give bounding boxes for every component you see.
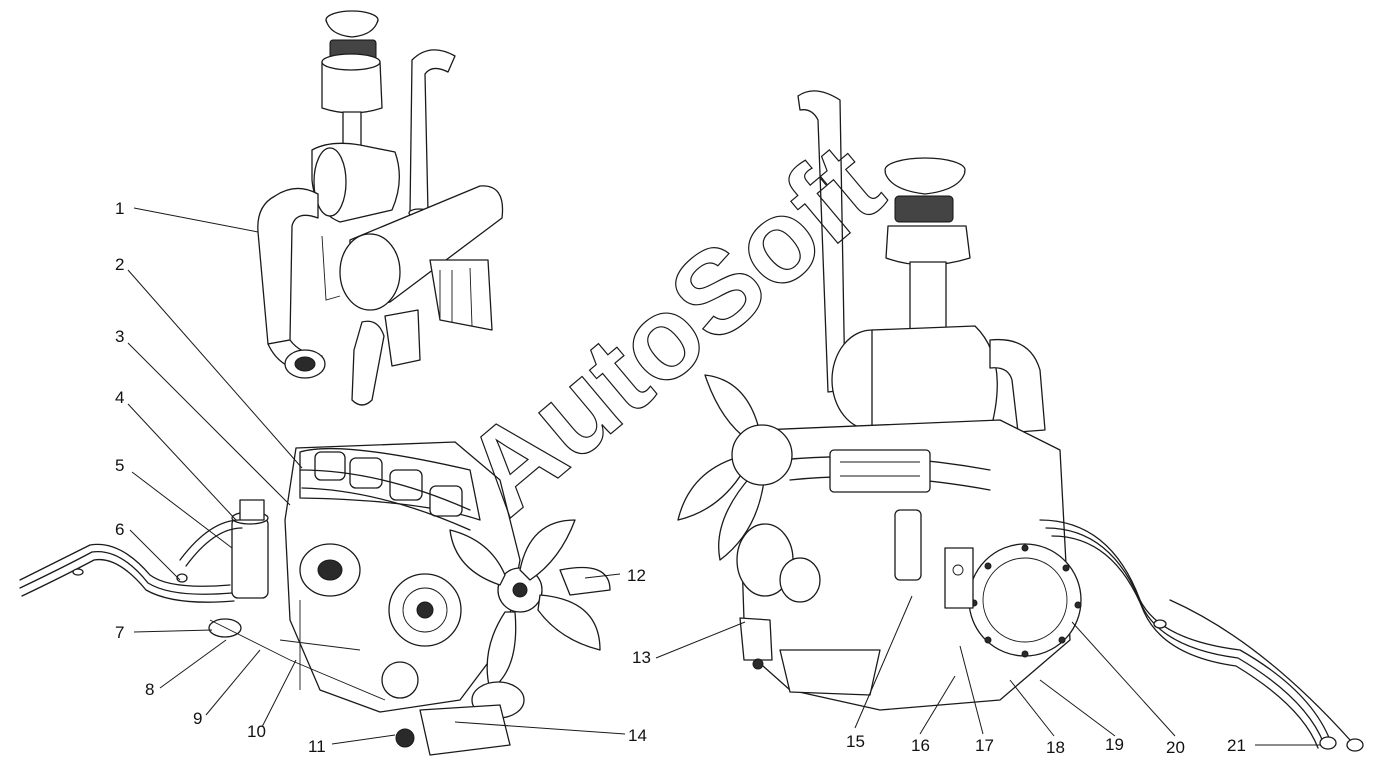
callout-3: 3 bbox=[115, 327, 124, 346]
callout-21: 21 bbox=[1227, 736, 1246, 755]
callout-6: 6 bbox=[115, 520, 124, 539]
right-hoses bbox=[1039, 519, 1364, 752]
callout-11: 11 bbox=[308, 737, 326, 756]
callout-16: 16 bbox=[911, 736, 930, 755]
callout-numbers: 1 2 3 4 5 6 7 8 9 10 11 12 13 14 15 16 1… bbox=[115, 199, 1246, 757]
engine-left-view bbox=[231, 441, 611, 756]
callout-4: 4 bbox=[115, 388, 124, 407]
callout-1: 1 bbox=[115, 199, 124, 218]
callout-2: 2 bbox=[115, 255, 124, 274]
callout-10: 10 bbox=[247, 722, 266, 741]
callout-20: 20 bbox=[1166, 738, 1185, 757]
left-hoses bbox=[19, 519, 386, 701]
leader-lines bbox=[127, 207, 1320, 746]
callout-5: 5 bbox=[115, 456, 124, 475]
callout-15: 15 bbox=[846, 732, 865, 751]
callout-12: 12 bbox=[627, 566, 646, 585]
callout-7: 7 bbox=[115, 623, 124, 642]
callout-17: 17 bbox=[975, 736, 994, 755]
callout-9: 9 bbox=[193, 709, 202, 728]
air-cleaner-muffler-assembly bbox=[257, 10, 504, 406]
callout-8: 8 bbox=[145, 680, 154, 699]
callout-13: 13 bbox=[632, 648, 651, 667]
callout-19: 19 bbox=[1105, 735, 1124, 754]
callout-14: 14 bbox=[628, 726, 647, 745]
engine-right-view bbox=[677, 90, 1082, 711]
callout-18: 18 bbox=[1046, 738, 1065, 757]
